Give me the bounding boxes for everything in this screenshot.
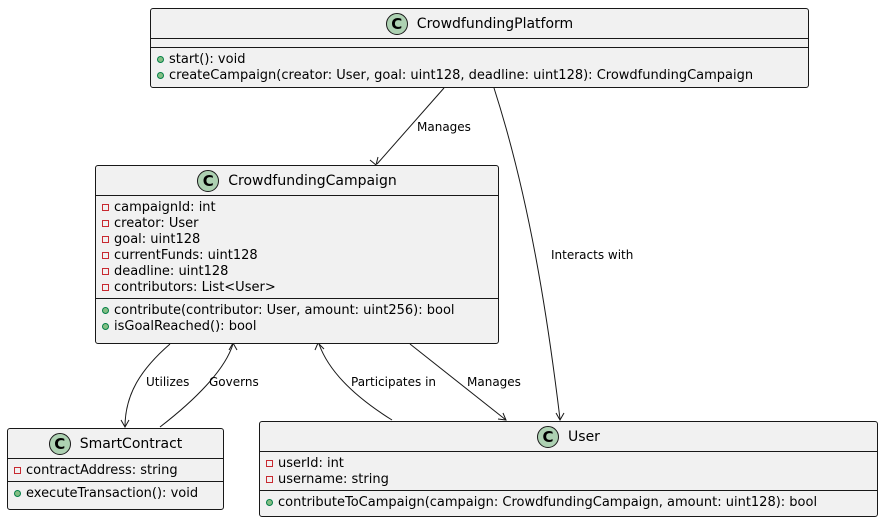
attribute-text: currentFunds: uint128 [114, 247, 258, 263]
class-c-icon: C [48, 432, 71, 455]
attributes-section: contractAddress: string [8, 459, 223, 481]
class-header: C User [260, 422, 877, 452]
attribute-row: campaignId: int [102, 199, 498, 215]
private-marker-icon [102, 267, 109, 275]
edge-label-manages-user: Manages [467, 375, 521, 389]
private-marker-icon [102, 203, 109, 211]
private-marker-icon [14, 466, 21, 474]
class-smart-contract[interactable]: C SmartContract contractAddress: string … [7, 428, 224, 510]
method-row: contribute(contributor: User, amount: ui… [102, 302, 498, 318]
class-user[interactable]: C User userId: int username: string cont… [259, 421, 878, 517]
method-text: executeTransaction(): void [26, 485, 199, 501]
method-text: createCampaign(creator: User, goal: uint… [169, 67, 754, 83]
attribute-row: goal: uint128 [102, 231, 498, 247]
private-marker-icon [102, 283, 109, 291]
attribute-text: contributors: List<User> [114, 279, 276, 295]
private-marker-icon [266, 475, 273, 483]
method-row: contributeToCampaign(campaign: Crowdfund… [266, 494, 877, 510]
attribute-text: campaignId: int [114, 199, 216, 215]
class-header: C SmartContract [8, 429, 223, 459]
methods-section: start(): void createCampaign(creator: Us… [151, 47, 808, 86]
edge-label-interacts-with: Interacts with [551, 248, 634, 262]
attribute-text: creator: User [114, 215, 199, 231]
public-marker-icon [157, 55, 164, 63]
attribute-text: userId: int [278, 455, 344, 471]
arrowhead-campaign-top [369, 156, 379, 166]
edge-user-participates-campaign [318, 343, 393, 421]
arrowhead-smartcontract-top [120, 419, 130, 429]
attributes-section: userId: int username: string [260, 452, 877, 490]
attribute-row: deadline: uint128 [102, 263, 498, 279]
class-name: CrowdfundingPlatform [416, 15, 574, 32]
attribute-row: contractAddress: string [14, 462, 223, 478]
attribute-row: username: string [266, 471, 877, 487]
methods-section: contribute(contributor: User, amount: ui… [96, 298, 498, 337]
methods-section: executeTransaction(): void [8, 481, 223, 504]
public-marker-icon [14, 489, 21, 497]
public-marker-icon [266, 498, 273, 506]
edge-platform-manages-campaign [376, 87, 445, 165]
public-marker-icon [157, 71, 164, 79]
public-marker-icon [102, 322, 109, 330]
private-marker-icon [102, 235, 109, 243]
method-row: createCampaign(creator: User, goal: uint… [157, 67, 808, 83]
edge-platform-interacts-user [493, 87, 561, 420]
class-name: CrowdfundingCampaign [228, 172, 397, 189]
arrowhead-user-top [555, 412, 565, 422]
attribute-row: userId: int [266, 455, 877, 471]
method-text: contributeToCampaign(campaign: Crowdfund… [278, 494, 818, 510]
public-marker-icon [102, 306, 109, 314]
attribute-text: contractAddress: string [26, 462, 178, 478]
private-marker-icon [102, 219, 109, 227]
edge-campaign-manages-user [409, 343, 507, 421]
method-text: start(): void [169, 51, 246, 67]
method-text: contribute(contributor: User, amount: ui… [114, 302, 455, 318]
class-crowdfunding-platform[interactable]: C CrowdfundingPlatform start(): void cre… [150, 8, 809, 88]
class-c-icon: C [197, 169, 220, 192]
edge-campaign-utilizes-smartcontract [124, 343, 171, 428]
class-c-icon: C [385, 12, 408, 35]
class-header: C CrowdfundingCampaign [96, 166, 498, 196]
attribute-text: username: string [278, 471, 389, 487]
edge-smartcontract-governs-campaign [159, 343, 234, 428]
class-name: User [568, 428, 600, 445]
methods-section: contributeToCampaign(campaign: Crowdfund… [260, 490, 877, 513]
class-crowdfunding-campaign[interactable]: C CrowdfundingCampaign campaignId: int c… [95, 165, 499, 344]
attribute-row: contributors: List<User> [102, 279, 498, 295]
attribute-row: creator: User [102, 215, 498, 231]
edge-label-governs: Governs [209, 375, 259, 389]
method-row: start(): void [157, 51, 808, 67]
attribute-text: goal: uint128 [114, 231, 201, 247]
edge-label-utilizes: Utilizes [146, 375, 190, 389]
attributes-section: campaignId: int creator: User goal: uint… [96, 196, 498, 298]
arrowhead-user-manages [497, 412, 507, 421]
attribute-text: deadline: uint128 [114, 263, 229, 279]
method-row: isGoalReached(): bool [102, 318, 498, 334]
method-row: executeTransaction(): void [14, 485, 223, 501]
edge-label-participates-in: Participates in [351, 375, 437, 389]
class-name: SmartContract [79, 435, 183, 452]
private-marker-icon [266, 459, 273, 467]
attribute-row: currentFunds: uint128 [102, 247, 498, 263]
method-text: isGoalReached(): bool [114, 318, 257, 334]
class-header: C CrowdfundingPlatform [151, 9, 808, 39]
attributes-section [151, 39, 808, 47]
edge-label-manages-campaign: Manages [417, 120, 471, 134]
private-marker-icon [102, 251, 109, 259]
class-c-icon: C [537, 425, 560, 448]
